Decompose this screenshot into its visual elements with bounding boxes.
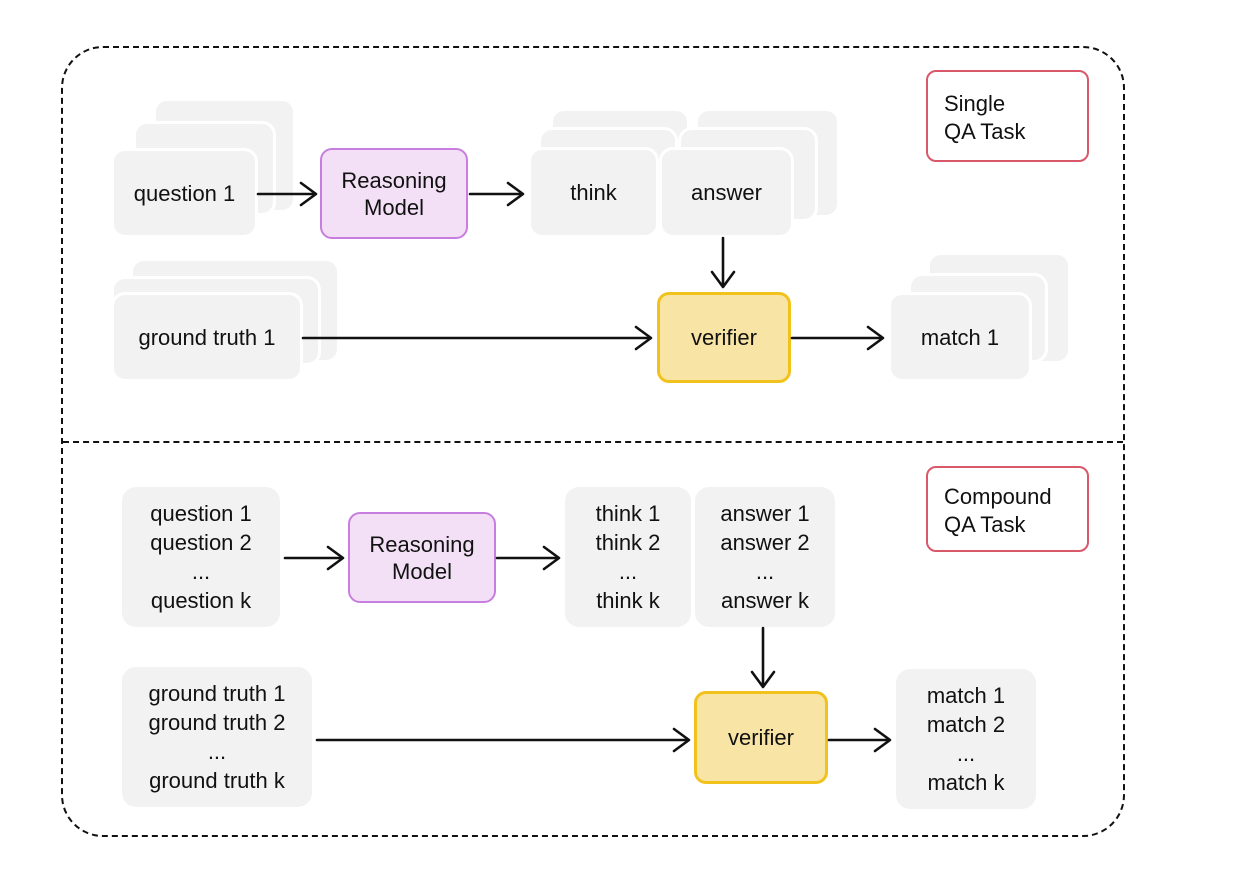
compound-verifier-label: verifier	[727, 724, 794, 750]
ground-truths-item: ...	[207, 739, 227, 764]
ground-truth-box: ground truth 1	[111, 292, 303, 382]
compound-verifier-box: verifier	[694, 691, 828, 784]
matches-box: match 1 match 2 ... match k	[896, 669, 1036, 809]
questions-item: ...	[191, 559, 211, 584]
single-tag-line2: QA Task	[944, 119, 1026, 144]
outer-dashed-frame	[61, 46, 1125, 837]
answers-box: answer 1 answer 2 ... answer k	[695, 487, 835, 627]
matches-item: match 1	[926, 683, 1006, 708]
ground-truths-box: ground truth 1 ground truth 2 ... ground…	[122, 667, 312, 807]
thinks-item: think k	[596, 588, 660, 613]
matches-item: ...	[956, 741, 976, 766]
answer-label: answer	[691, 180, 762, 205]
matches-item: match 2	[926, 712, 1006, 737]
single-qa-task-tag: Single QA Task	[926, 70, 1089, 162]
compound-tag-line2: QA Task	[944, 512, 1026, 537]
ground-truths-item: ground truth 1	[148, 681, 286, 706]
reasoning-model-box: Reasoning Model	[320, 148, 468, 239]
thinks-box: think 1 think 2 ... think k	[565, 487, 691, 627]
compound-reasoning-model-box: Reasoning Model	[348, 512, 496, 603]
arrow-question-to-model	[256, 181, 318, 207]
arrow-verifier-to-match	[790, 325, 885, 351]
arrow-questions-to-model	[283, 545, 345, 571]
arrow-ground-truth-to-verifier	[301, 325, 653, 351]
think-box: think	[528, 147, 659, 238]
ground-truths-item: ground truth 2	[148, 710, 286, 735]
questions-item: question 1	[150, 501, 252, 526]
compound-tag-line1: Compound	[944, 484, 1052, 509]
answers-item: answer 1	[720, 501, 810, 526]
arrow-ground-truths-to-verifier	[315, 727, 691, 753]
questions-box: question 1 question 2 ... question k	[122, 487, 280, 627]
arrow-answer-to-verifier	[710, 236, 736, 289]
thinks-item: ...	[618, 559, 638, 584]
ground-truth-label: ground truth 1	[138, 324, 276, 350]
compound-reasoning-model-line2: Model	[392, 558, 452, 584]
arrow-compound-verifier-to-matches	[827, 727, 892, 753]
ground-truths-item: ground truth k	[149, 768, 285, 793]
matches-item: match k	[927, 770, 1005, 795]
questions-item: question 2	[150, 530, 252, 555]
single-tag-line1: Single	[944, 91, 1006, 116]
arrow-compound-model-to-thinks	[495, 545, 561, 571]
question-box: question 1	[111, 148, 258, 238]
arrow-model-to-think	[468, 181, 525, 207]
compound-reasoning-model-line1: Reasoning	[369, 531, 475, 557]
compound-qa-task-tag: Compound QA Task	[926, 466, 1089, 552]
verifier-label: verifier	[690, 324, 757, 350]
thinks-item: think 1	[595, 501, 661, 526]
section-divider	[63, 441, 1123, 443]
match-box: match 1	[888, 292, 1032, 382]
answer-box: answer	[659, 147, 794, 238]
think-label: think	[570, 180, 617, 205]
reasoning-model-line2: Model	[364, 194, 424, 220]
questions-item: question k	[150, 588, 252, 613]
thinks-item: think 2	[595, 530, 661, 555]
answers-item: ...	[755, 559, 775, 584]
question-label: question 1	[133, 180, 236, 206]
arrow-answers-to-verifier	[750, 626, 776, 689]
verifier-box: verifier	[657, 292, 791, 383]
match-label: match 1	[920, 324, 1000, 350]
reasoning-model-line1: Reasoning	[341, 167, 447, 193]
answers-item: answer k	[720, 588, 810, 613]
answers-item: answer 2	[720, 530, 810, 555]
